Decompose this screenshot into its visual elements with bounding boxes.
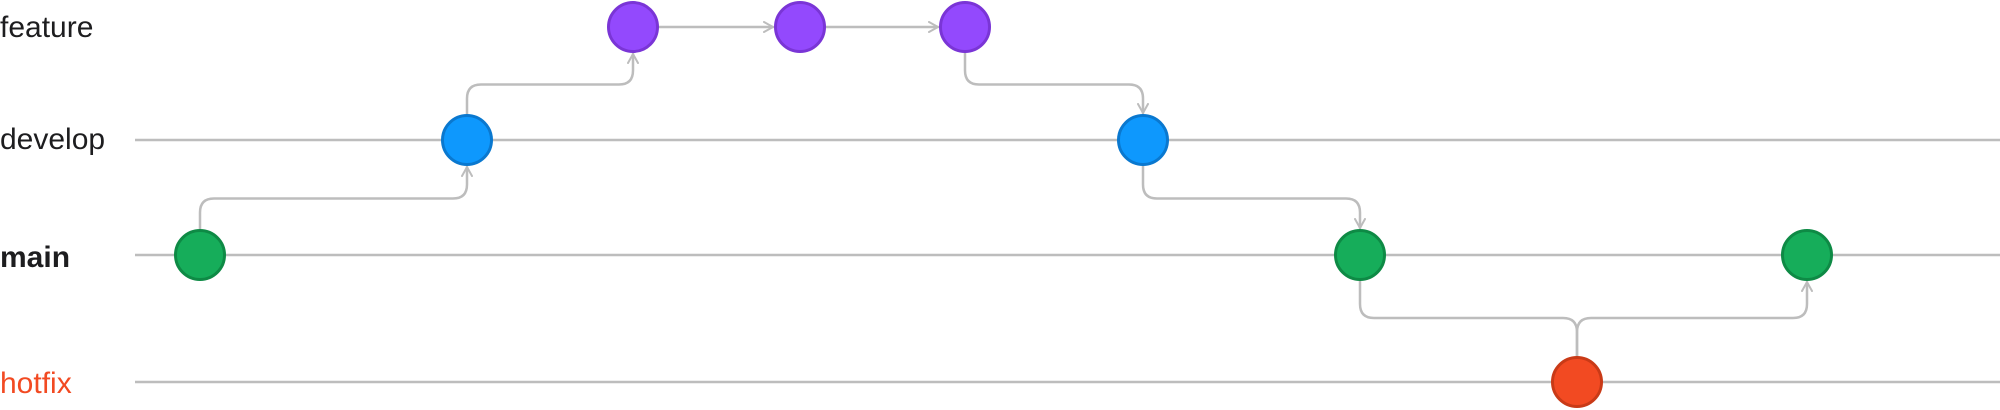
commit-d2[interactable] bbox=[1117, 114, 1169, 166]
commit-h1[interactable] bbox=[1551, 356, 1603, 408]
commit-m2[interactable] bbox=[1334, 229, 1386, 281]
lane-label-main: main bbox=[0, 241, 71, 274]
edge-m2-h1 bbox=[1358, 279, 1579, 358]
edge-h1-m3 bbox=[1575, 282, 1807, 358]
edge-f3-d2 bbox=[963, 51, 1143, 113]
commit-d1[interactable] bbox=[441, 114, 493, 166]
edge-m1-d1 bbox=[198, 167, 467, 231]
lane-label-develop: develop bbox=[0, 123, 106, 156]
lane-label-hotfix: hotfix bbox=[0, 367, 72, 400]
commit-f2[interactable] bbox=[774, 1, 826, 53]
commit-f1[interactable] bbox=[607, 1, 659, 53]
commit-m1[interactable] bbox=[174, 229, 226, 281]
lane-label-feature: feature bbox=[0, 11, 94, 44]
lane-baselines bbox=[135, 138, 2000, 384]
commit-m3[interactable] bbox=[1781, 229, 1833, 281]
commit-nodes bbox=[174, 1, 1833, 408]
commit-f3[interactable] bbox=[939, 1, 991, 53]
edge-d1-f1 bbox=[465, 54, 633, 116]
commit-edges bbox=[198, 27, 1807, 358]
edge-d2-m2 bbox=[1141, 164, 1360, 228]
